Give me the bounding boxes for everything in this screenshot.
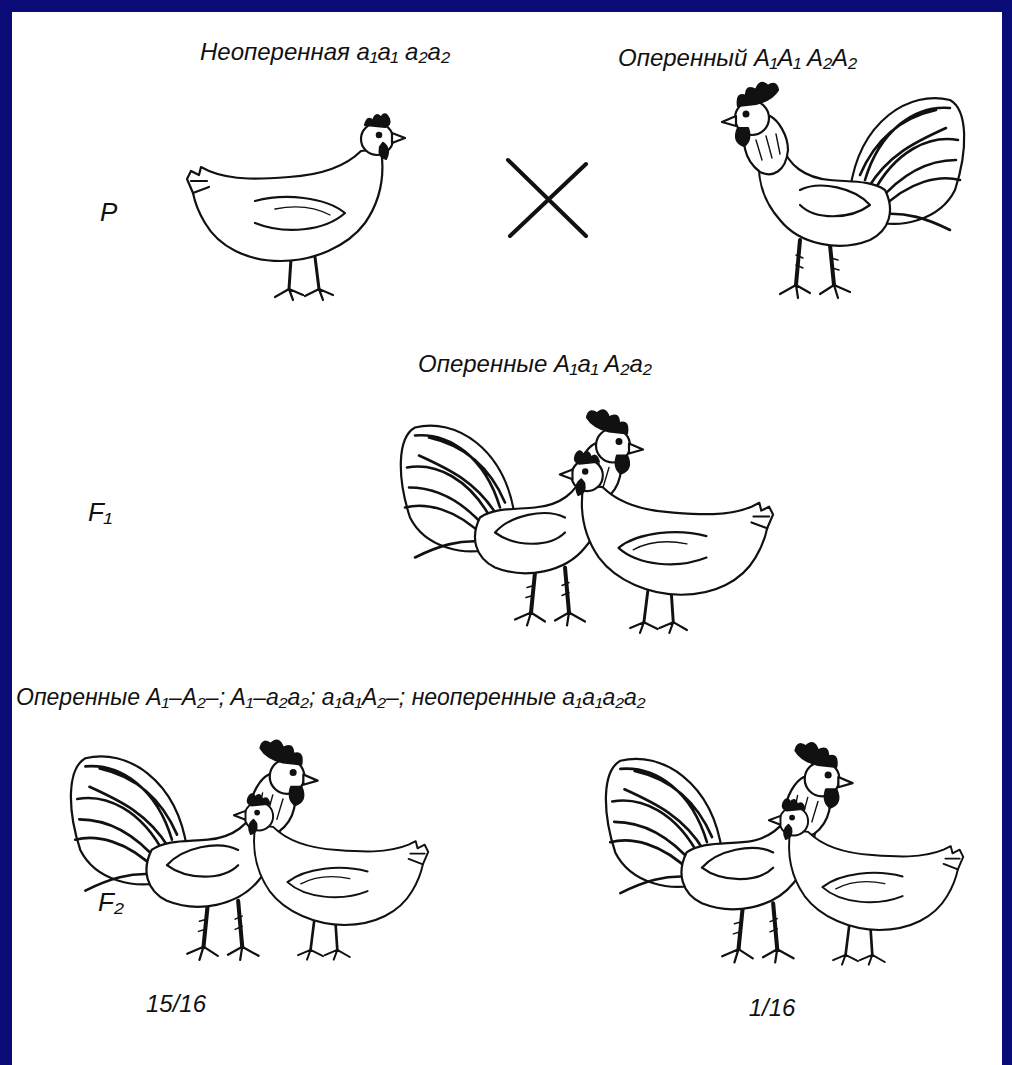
rooster-figure — [722, 83, 964, 298]
cross-sign — [508, 160, 586, 236]
hen-figure — [769, 799, 963, 965]
hen-figure — [234, 794, 428, 960]
generation-mark: P — [100, 198, 117, 228]
parent-genotype: Оперенный A₁A₁ A₂A₂ — [618, 44, 857, 72]
generation-mark: F₁ — [88, 498, 112, 528]
offspring-genotype: Оперенные A₁–A₂–; A₁–a₂a₂; a₁a₁A₂–; неоп… — [16, 684, 646, 710]
parent-genotype: Неоперенная a₁a₁ a₂a₂ — [200, 38, 450, 66]
generation-mark: F₂ — [98, 888, 124, 918]
hen-figure — [560, 451, 773, 633]
hen-figure — [187, 114, 405, 300]
offspring-genotype: Оперенные A₁a₁ A₂a₂ — [418, 350, 652, 378]
ratio-fraction: 1/16 — [749, 994, 796, 1022]
ratio-fraction: 15/16 — [146, 990, 206, 1018]
